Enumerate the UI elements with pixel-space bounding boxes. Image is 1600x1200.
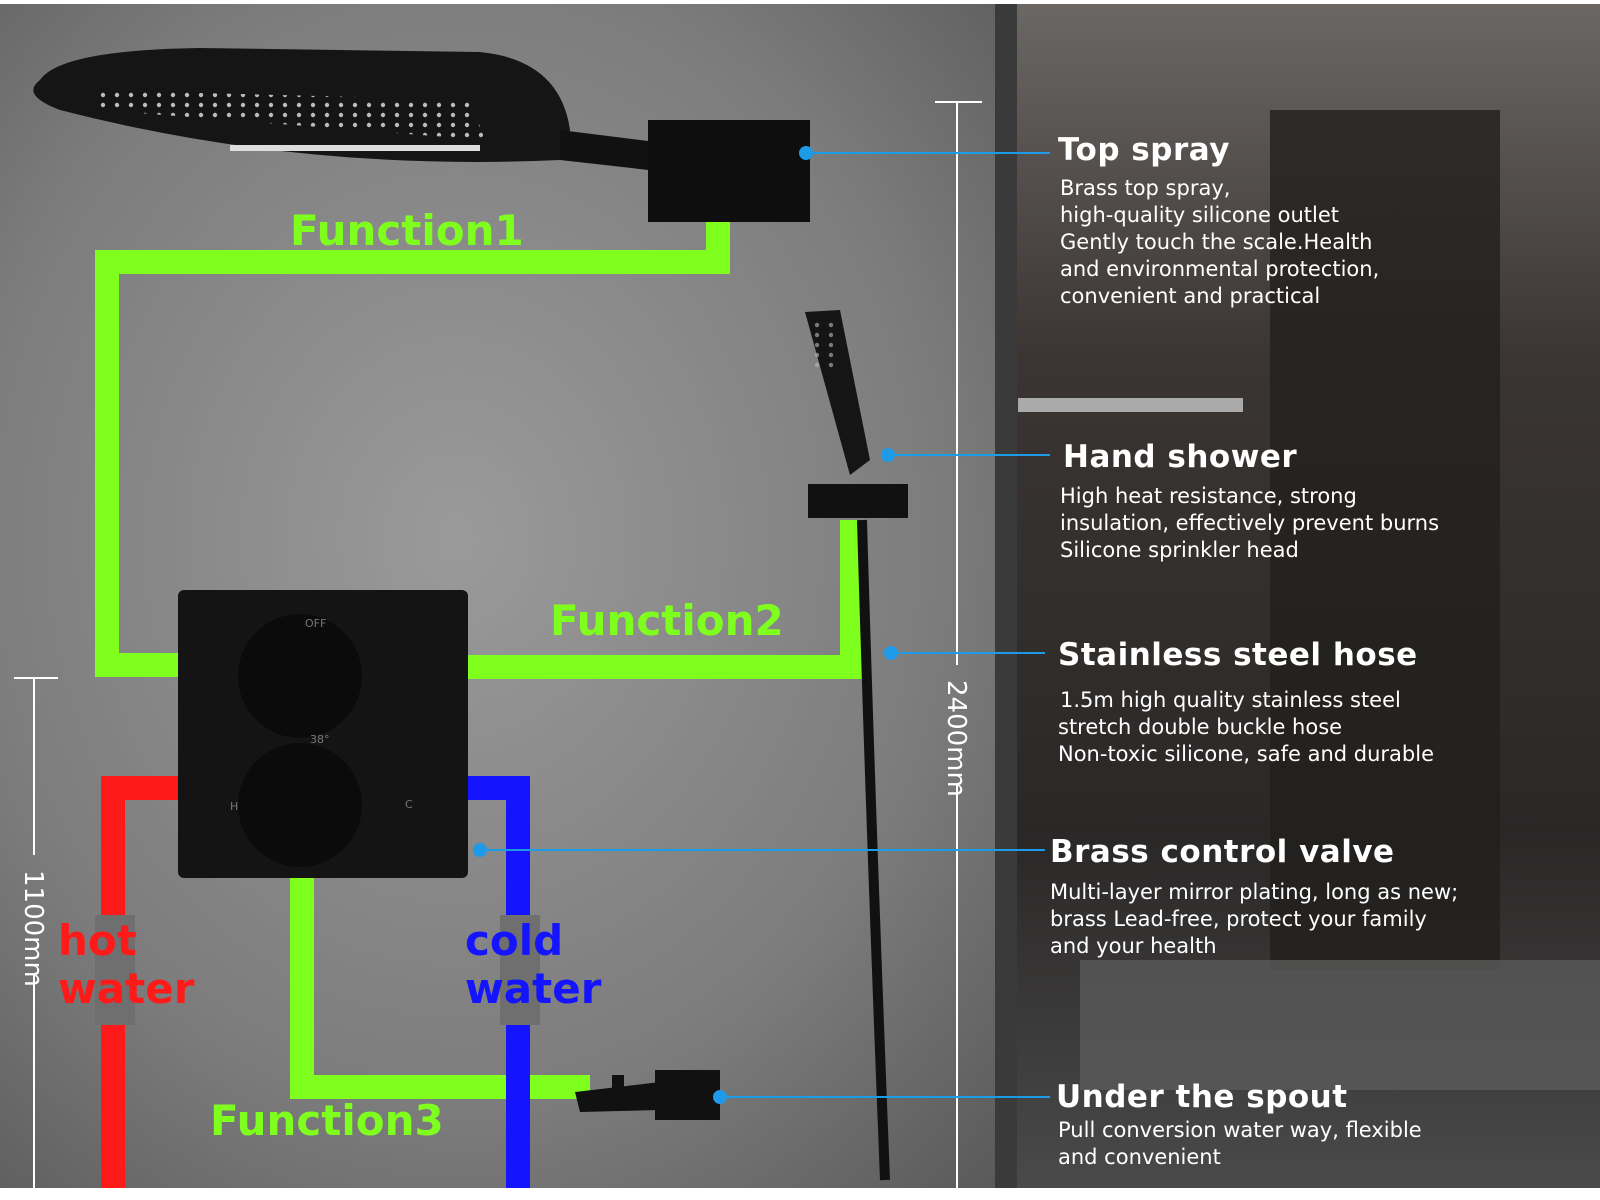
feature-title: Hand shower bbox=[1063, 439, 1297, 475]
valve-height-label: 1100mm bbox=[18, 870, 48, 987]
feature-top-spray: Top spray Brass top spray, high-quality … bbox=[1058, 132, 1379, 308]
function1-label: Function1 bbox=[290, 206, 524, 255]
feature-description-line: and your health bbox=[1050, 934, 1217, 958]
room-cabinet bbox=[1270, 110, 1500, 970]
feature-description-line: and convenient bbox=[1058, 1145, 1221, 1169]
valve-hot-label: H bbox=[230, 800, 238, 813]
function2-pipe bbox=[455, 520, 864, 679]
height-dimension bbox=[14, 101, 982, 1188]
wall-edge bbox=[995, 4, 1017, 1190]
cold-water-pipe bbox=[455, 776, 530, 1188]
feature-description-line: high-quality silicone outlet bbox=[1060, 203, 1339, 227]
feature-description-line: Pull conversion water way, flexible bbox=[1058, 1118, 1422, 1142]
cold-label-2: water bbox=[465, 964, 602, 1013]
feature-hose: Stainless steel hose 1.5m high quality s… bbox=[1058, 637, 1434, 766]
callout-lines bbox=[473, 146, 1050, 1104]
hot-label-2: water bbox=[58, 964, 195, 1013]
feature-description-line: stretch double buckle hose bbox=[1058, 715, 1342, 739]
feature-title: Brass control valve bbox=[1050, 834, 1395, 870]
feature-title: Top spray bbox=[1058, 132, 1230, 168]
control-valve: OFF 38° H C bbox=[178, 590, 468, 878]
bottom-border bbox=[0, 1188, 1600, 1200]
feature-description-line: brass Lead-free, protect your family bbox=[1050, 907, 1427, 931]
feature-description-line: High heat resistance, strong bbox=[1060, 484, 1357, 508]
feature-description-line: convenient and practical bbox=[1060, 284, 1320, 308]
feature-description-line: Gently touch the scale.Health bbox=[1060, 230, 1372, 254]
function-pipes bbox=[95, 215, 864, 1099]
feature-description-line: 1.5m high quality stainless steel bbox=[1060, 688, 1401, 712]
feature-description-line: insulation, effectively prevent burns bbox=[1060, 511, 1439, 535]
feature-description-line: Non-toxic silicone, safe and durable bbox=[1058, 742, 1434, 766]
tub-spout bbox=[575, 1070, 720, 1120]
feature-description-line: and environmental protection, bbox=[1060, 257, 1379, 281]
room-rug bbox=[1080, 960, 1600, 1090]
function1-pipe bbox=[95, 215, 730, 677]
valve-cold-label: C bbox=[405, 798, 413, 811]
top-spray-head bbox=[33, 48, 810, 222]
feature-title: Stainless steel hose bbox=[1058, 637, 1418, 673]
feature-description-line: Multi-layer mirror plating, long as new; bbox=[1050, 880, 1458, 904]
hot-water-pipe bbox=[101, 776, 180, 1188]
valve-temp-label: 38° bbox=[310, 733, 330, 746]
total-height-label: 2400mm bbox=[941, 680, 971, 797]
room-shelf bbox=[1018, 398, 1243, 412]
feature-control-valve: Brass control valve Multi-layer mirror p… bbox=[1050, 834, 1458, 958]
feature-spout: Under the spout Pull conversion water wa… bbox=[1056, 1079, 1422, 1169]
feature-hand-shower: Hand shower High heat resistance, strong… bbox=[1060, 439, 1439, 562]
function3-label: Function3 bbox=[210, 1096, 444, 1145]
cold-label-1: cold bbox=[465, 916, 563, 965]
hand-shower bbox=[805, 310, 908, 1181]
hot-label-1: hot bbox=[58, 916, 137, 965]
function2-label: Function2 bbox=[550, 596, 784, 645]
cold-label-gap bbox=[500, 915, 540, 1025]
feature-description-line: Brass top spray, bbox=[1060, 176, 1230, 200]
feature-title: Under the spout bbox=[1056, 1079, 1348, 1115]
feature-description-line: Silicone sprinkler head bbox=[1060, 538, 1299, 562]
hot-label-gap bbox=[95, 915, 135, 1025]
valve-off-label: OFF bbox=[305, 617, 326, 630]
function3-pipe bbox=[290, 860, 590, 1099]
